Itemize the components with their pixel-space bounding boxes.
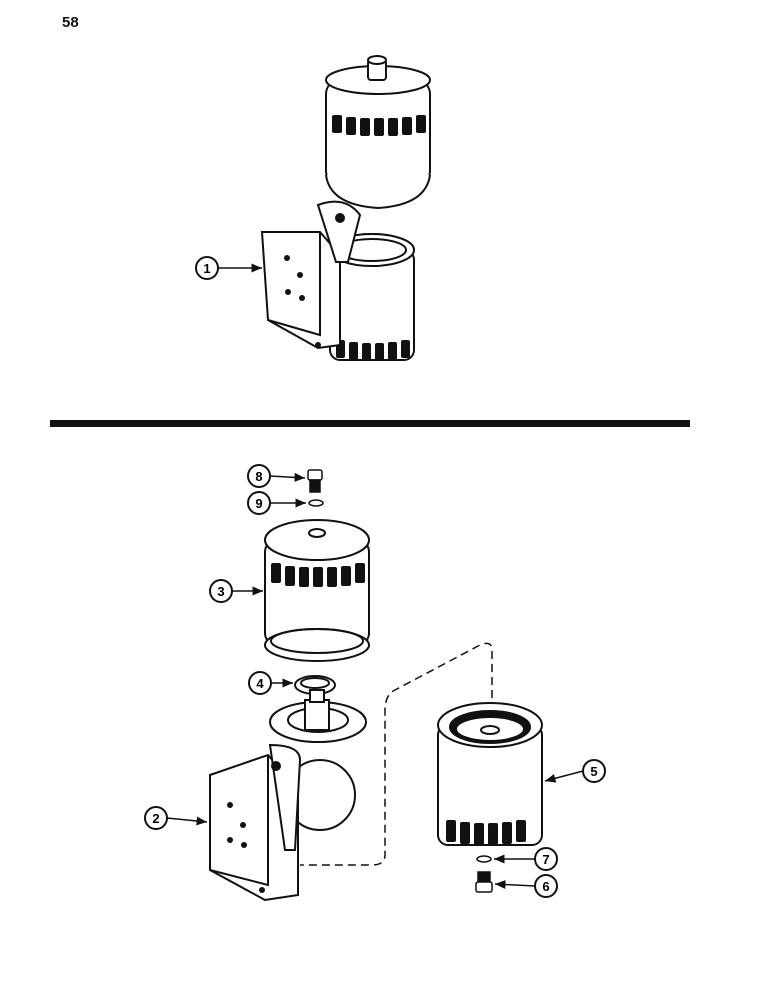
callout-label: 9 <box>255 496 262 511</box>
callout-label: 1 <box>203 261 210 276</box>
filter-cartridge-icon <box>437 702 543 846</box>
callout-4: 4 <box>248 671 293 695</box>
callout-label: 6 <box>542 879 549 894</box>
callout-5: 5 <box>544 759 606 783</box>
callout-label: 3 <box>217 584 224 599</box>
flow-path-line <box>300 642 493 866</box>
callout-1: 1 <box>195 256 262 280</box>
callout-6: 6 <box>494 874 558 898</box>
filter-cartridge-icon <box>264 519 370 662</box>
callout-3: 3 <box>209 579 263 603</box>
o-ring-icon <box>308 499 324 507</box>
callout-2: 2 <box>144 806 208 830</box>
section-divider <box>50 420 690 427</box>
callout-label: 2 <box>152 811 159 826</box>
page-number: 58 <box>62 14 79 31</box>
plug-icon <box>307 469 323 493</box>
callout-9: 9 <box>247 491 306 515</box>
callout-7: 7 <box>494 847 558 871</box>
mounting-bracket-icon <box>209 689 367 902</box>
o-ring-icon <box>476 855 492 863</box>
callout-label: 7 <box>542 852 549 867</box>
filter-assembly-icon <box>260 55 431 361</box>
callout-label: 5 <box>590 764 597 779</box>
callout-8: 8 <box>247 464 306 488</box>
callout-label: 4 <box>256 676 264 691</box>
callout-label: 8 <box>255 469 262 484</box>
plug-icon <box>475 871 493 893</box>
